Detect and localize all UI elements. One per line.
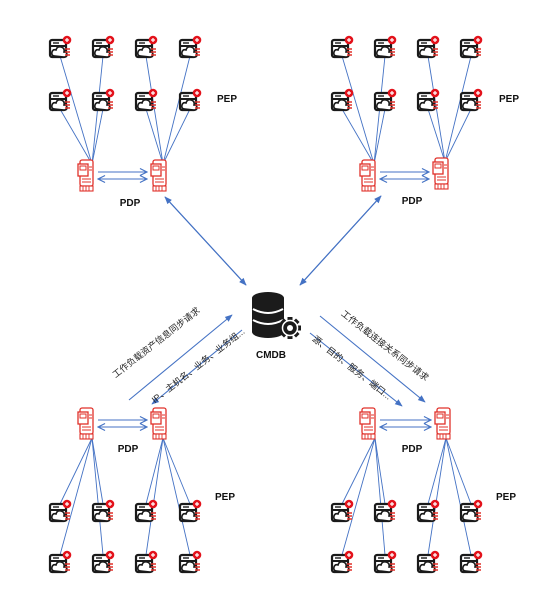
workload-icon-top-right-r1-c0 — [330, 88, 354, 112]
device-icons — [48, 35, 483, 574]
pdp-label-bottom-right: PDP — [402, 444, 423, 455]
workload-icon-bottom-right-r0-c0 — [330, 499, 354, 523]
pdp-label-top-left: PDP — [120, 198, 141, 209]
workload-icon-bottom-left-r1-c1 — [91, 550, 115, 574]
workload-icon-top-right-r1-c3 — [459, 88, 483, 112]
arrow-cmdb-to-pdp-top-left — [164, 196, 247, 286]
workload-icon-top-left-r0-c1 — [91, 35, 115, 59]
pep-label-top-right: PEP — [499, 94, 519, 105]
workload-icon-top-right-r1-c1 — [373, 88, 397, 112]
fan-line-top-right-r0-c0 — [341, 55, 375, 165]
fan-line-top-right-r1-c2 — [427, 108, 446, 163]
workload-icon-bottom-right-r1-c1 — [373, 550, 397, 574]
workload-icon-bottom-right-r1-c0 — [330, 550, 354, 574]
pdp-server-icon-top-right-0 — [359, 159, 376, 192]
arrow-cmdb-to-pdp-bottom-left-inner — [151, 329, 243, 405]
fan-line-top-left-r1-c3 — [162, 108, 191, 165]
arrow-cmdb-to-pdp-top-right — [299, 195, 382, 286]
arrow-pdp-bottom-left-to-cmdb-outer — [128, 314, 233, 401]
workload-icon-top-right-r0-c0 — [330, 35, 354, 59]
workload-icon-bottom-left-r1-c0 — [48, 550, 72, 574]
workload-icon-bottom-left-r1-c3 — [178, 550, 202, 574]
workload-icon-bottom-right-r1-c3 — [459, 550, 483, 574]
workload-icon-top-right-r0-c2 — [416, 35, 440, 59]
workload-icon-top-left-r1-c2 — [134, 88, 158, 112]
fan-line-bottom-left-r1-c2 — [145, 437, 164, 556]
fan-line-top-right-r1-c0 — [341, 108, 375, 165]
fan-line-bottom-right-r0-c0 — [341, 437, 376, 505]
pdp-server-icon-bottom-left-1 — [150, 407, 167, 440]
workload-icon-top-right-r0-c3 — [459, 35, 483, 59]
workload-icon-top-left-r0-c3 — [178, 35, 202, 59]
workload-icon-bottom-right-r0-c1 — [373, 499, 397, 523]
workload-icon-top-right-r0-c1 — [373, 35, 397, 59]
fan-line-bottom-left-r0-c0 — [59, 437, 93, 505]
fan-line-bottom-right-r0-c2 — [427, 437, 447, 505]
flow-arrows — [98, 172, 431, 427]
arrow-cmdb-to-pdp-bottom-right-inner — [309, 332, 403, 407]
fan-line-bottom-right-r0-c1 — [374, 437, 386, 505]
fan-line-top-left-r1-c1 — [91, 108, 104, 165]
fan-line-top-right-r1-c3 — [444, 108, 472, 163]
workload-icon-bottom-right-r1-c2 — [416, 550, 440, 574]
workload-icon-bottom-left-r0-c0 — [48, 499, 72, 523]
fan-line-bottom-left-r0-c3 — [162, 437, 191, 505]
fan-line-bottom-right-r1-c1 — [374, 437, 386, 556]
database-gear-icon — [252, 292, 301, 339]
workload-icon-bottom-right-r0-c2 — [416, 499, 440, 523]
pdp-server-icon-top-left-0 — [77, 159, 94, 192]
workload-icon-bottom-left-r0-c1 — [91, 499, 115, 523]
pdp-server-icon-bottom-right-1 — [434, 407, 451, 440]
arrow-cmdb-to-pdp-bottom-right-outer — [319, 315, 426, 403]
workload-icon-top-left-r0-c2 — [134, 35, 158, 59]
workload-icon-top-right-r1-c2 — [416, 88, 440, 112]
pdp-server-icon-top-right-1 — [432, 157, 449, 190]
fan-line-bottom-left-r1-c0 — [59, 437, 93, 556]
workload-icon-bottom-left-r0-c3 — [178, 499, 202, 523]
fan-line-bottom-right-r1-c0 — [341, 437, 376, 556]
fan-line-top-left-r0-c2 — [145, 55, 164, 165]
fan-line-bottom-right-r0-c3 — [445, 437, 472, 505]
pdp-label-top-right: PDP — [402, 196, 423, 207]
fan-line-top-right-r0-c3 — [444, 55, 472, 163]
workload-icon-top-left-r1-c3 — [178, 88, 202, 112]
workload-icon-top-left-r0-c0 — [48, 35, 72, 59]
pdp-server-icon-top-left-1 — [150, 159, 167, 192]
fan-line-bottom-right-r1-c2 — [427, 437, 447, 556]
workload-icon-bottom-left-r1-c2 — [134, 550, 158, 574]
workload-icon-top-left-r1-c0 — [48, 88, 72, 112]
pep-label-bottom-left: PEP — [215, 492, 235, 503]
fan-line-bottom-left-r0-c2 — [145, 437, 164, 505]
workload-icon-bottom-right-r0-c3 — [459, 499, 483, 523]
fan-line-bottom-left-r1-c1 — [91, 437, 104, 556]
workload-icon-bottom-left-r0-c2 — [134, 499, 158, 523]
pep-label-top-left: PEP — [217, 94, 237, 105]
workload-icon-top-left-r1-c1 — [91, 88, 115, 112]
fan-line-top-left-r0-c3 — [162, 55, 191, 165]
pdp-server-icon-bottom-right-0 — [359, 407, 376, 440]
fan-line-top-left-r1-c2 — [145, 108, 164, 165]
pdp-server-icon-bottom-left-0 — [77, 407, 94, 440]
fan-line-top-left-r0-c0 — [59, 55, 93, 165]
connection-lines — [59, 55, 472, 556]
fan-line-bottom-left-r1-c3 — [162, 437, 191, 556]
pep-label-bottom-right: PEP — [496, 492, 516, 503]
fan-line-top-right-r1-c1 — [373, 108, 386, 165]
cmdb-label: CMDB — [256, 350, 286, 361]
fan-line-bottom-right-r1-c3 — [445, 437, 472, 556]
pdp-label-bottom-left: PDP — [118, 444, 139, 455]
fan-line-top-right-r0-c2 — [427, 55, 446, 163]
fan-line-top-left-r1-c0 — [59, 108, 93, 165]
fan-line-bottom-left-r0-c1 — [91, 437, 104, 505]
